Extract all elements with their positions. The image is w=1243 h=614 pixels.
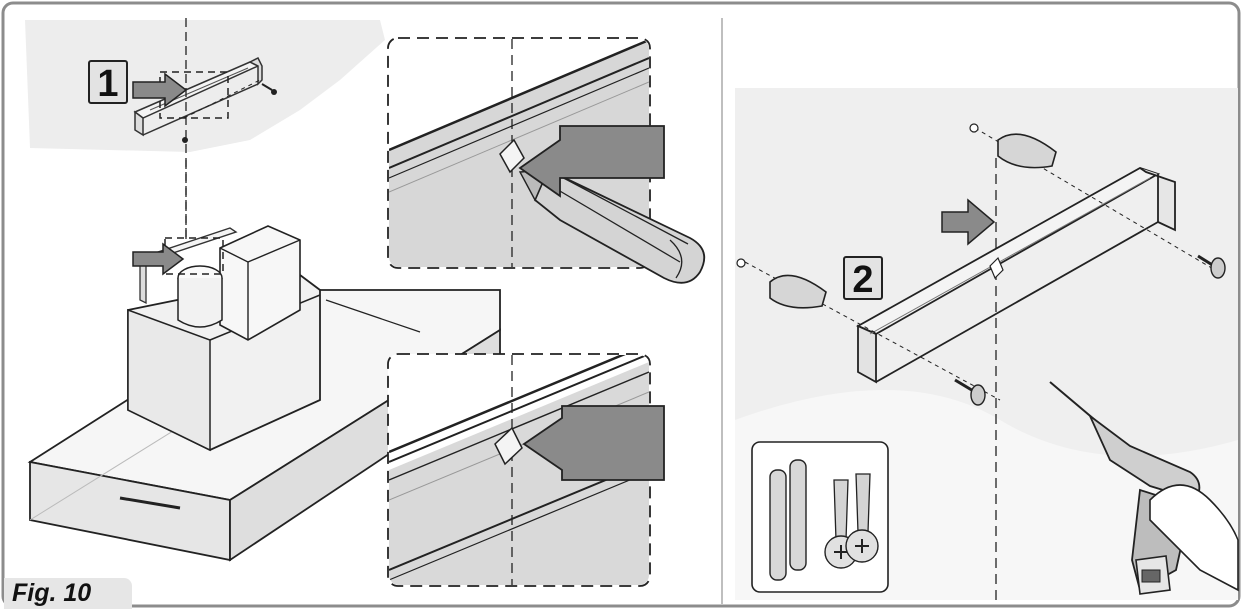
detail-bottom <box>387 353 665 587</box>
wall-plug-icon <box>736 258 827 309</box>
figure-caption: Fig. 10 <box>4 578 132 609</box>
wall-plug-icon <box>769 459 807 581</box>
fixings-inset <box>751 441 889 593</box>
drill-icon <box>1049 381 1239 595</box>
arrow-right-icon <box>941 198 996 246</box>
detail-top <box>387 37 706 284</box>
bracket-icon <box>855 167 1176 384</box>
screw-icon <box>261 83 277 95</box>
step-1-badge: 1 <box>88 60 128 105</box>
wall-plug-icon <box>969 123 1057 169</box>
arrow-right-icon <box>522 405 665 481</box>
screw-icon <box>954 378 986 406</box>
screw-icon <box>845 473 879 563</box>
step-2-badge: 2 <box>843 256 883 301</box>
screw-icon <box>182 137 188 143</box>
arrow-right-icon <box>132 72 188 108</box>
screw-icon <box>1197 254 1226 279</box>
arrow-right-icon <box>132 242 185 276</box>
screwdriver-icon <box>518 168 706 284</box>
arrow-right-icon <box>518 125 665 198</box>
